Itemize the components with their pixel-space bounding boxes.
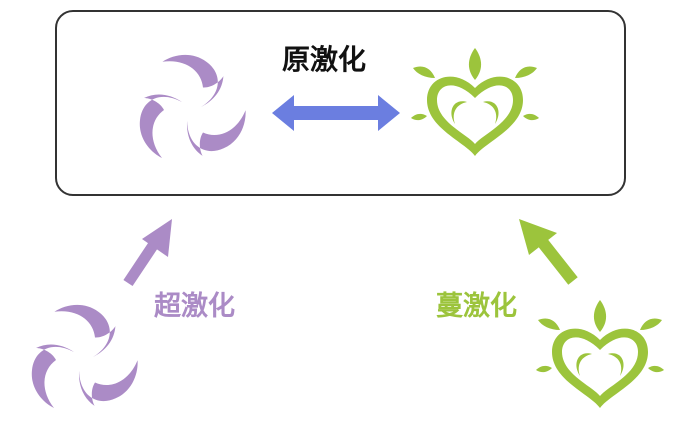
double-arrow-icon (272, 95, 400, 131)
electro-icon-bottom (27, 305, 137, 415)
up-arrow-right-icon (519, 219, 578, 285)
hyperbloom-label: 超激化 (154, 291, 235, 322)
spread-label: 蔓激化 (436, 291, 517, 322)
electro-icon-top (135, 55, 245, 165)
up-arrow-left-icon (123, 219, 172, 287)
dendro-icon-bottom (536, 300, 664, 408)
aggravate-title: 原激化 (282, 43, 367, 76)
reaction-box (55, 10, 626, 196)
dendro-icon-top (411, 48, 539, 156)
